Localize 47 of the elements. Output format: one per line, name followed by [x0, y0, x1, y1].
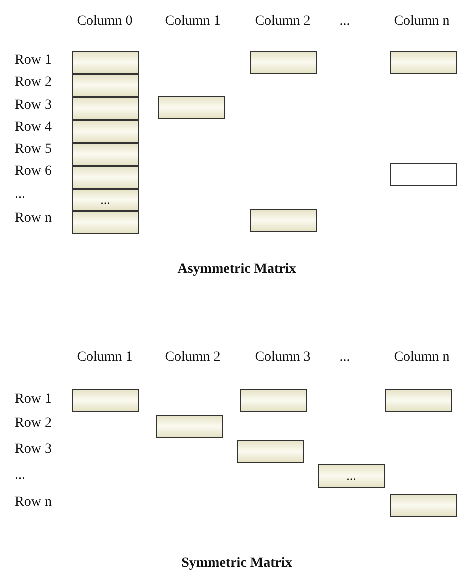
row-label: Row 1	[15, 53, 52, 69]
row-label: Row 5	[15, 142, 52, 158]
column-header: Column n	[394, 350, 450, 366]
matrix-cell	[240, 389, 307, 412]
row-label: Row n	[15, 211, 52, 227]
matrix-cell	[72, 166, 139, 189]
matrix-cell	[250, 51, 317, 74]
matrix-cell	[72, 143, 139, 166]
column-header: Column 1	[165, 14, 221, 30]
column-header: Column n	[394, 14, 450, 30]
matrix-cell	[72, 74, 139, 97]
matrix-title: Asymmetric Matrix	[178, 262, 296, 278]
column-header: Column 2	[165, 350, 221, 366]
column-header: Column 2	[255, 14, 311, 30]
column-header: Column 1	[77, 350, 133, 366]
row-label: Row 3	[15, 442, 52, 458]
column-header: ...	[340, 350, 350, 366]
row-label: Row n	[15, 495, 52, 511]
column-header: Column 3	[255, 350, 311, 366]
matrix-cell	[72, 120, 139, 143]
row-label: ...	[15, 468, 26, 484]
row-label: Row 3	[15, 98, 52, 114]
matrix-cell	[72, 211, 139, 234]
row-label: Row 2	[15, 416, 52, 432]
matrix-cell	[237, 440, 304, 463]
ellipsis-text: ...	[100, 192, 110, 208]
ellipsis-text: ...	[346, 468, 356, 484]
column-header: Column 0	[77, 14, 133, 30]
matrix-cell	[72, 97, 139, 120]
matrix-cell	[318, 464, 385, 488]
row-label: Row 6	[15, 164, 52, 180]
matrix-cell	[385, 389, 452, 412]
matrix-cell	[390, 494, 457, 517]
matrix-cell	[158, 96, 225, 119]
matrix-cell	[156, 415, 223, 438]
row-label: Row 2	[15, 75, 52, 91]
row-label: Row 1	[15, 392, 52, 408]
row-label: Row 4	[15, 120, 52, 136]
column-header: ...	[340, 14, 350, 30]
matrix-cell	[390, 51, 457, 74]
matrix-cell	[72, 389, 139, 412]
row-label: ...	[15, 187, 26, 203]
matrix-cell	[72, 51, 139, 74]
matrix-cell	[250, 209, 317, 232]
matrix-cell	[390, 163, 457, 186]
matrix-cell	[72, 189, 139, 211]
matrix-title: Symmetric Matrix	[182, 556, 292, 572]
